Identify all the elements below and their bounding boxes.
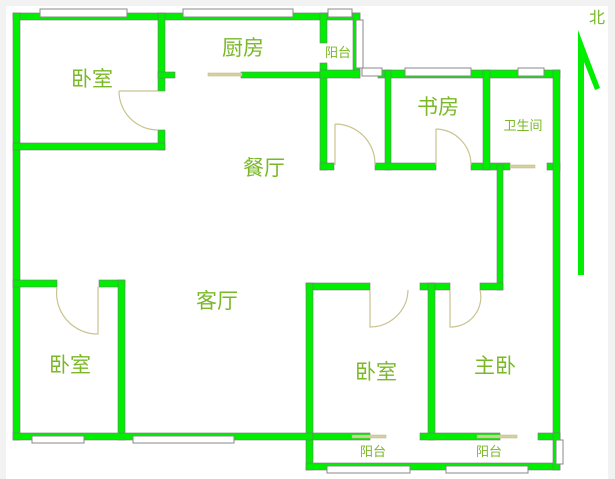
label-bedroom-sw: 卧室 [49, 353, 91, 377]
label-balcony-s1: 阳台 [360, 445, 386, 460]
label-bedroom-nw: 卧室 [71, 67, 113, 91]
label-bathroom: 卫生间 [503, 119, 542, 134]
label-study: 书房 [417, 95, 459, 119]
label-kitchen: 厨房 [222, 36, 264, 60]
doors [55, 72, 536, 439]
label-dining: 餐厅 [243, 156, 285, 180]
north-arrow-icon [578, 30, 600, 275]
label-master-bedroom: 主卧 [474, 354, 516, 378]
label-balcony-small: 阳台 [325, 46, 351, 61]
north-label: 北 [589, 8, 605, 27]
compass: 北 [578, 8, 605, 275]
label-bedroom-s: 卧室 [355, 360, 397, 384]
label-balcony-s2: 阳台 [476, 445, 502, 460]
label-living: 客厅 [196, 289, 238, 313]
room-labels: 卧室 厨房 阳台 书房 卫生间 餐厅 客厅 卧室 卧室 主卧 阳台 阳台 [49, 36, 543, 460]
windows [31, 8, 564, 474]
